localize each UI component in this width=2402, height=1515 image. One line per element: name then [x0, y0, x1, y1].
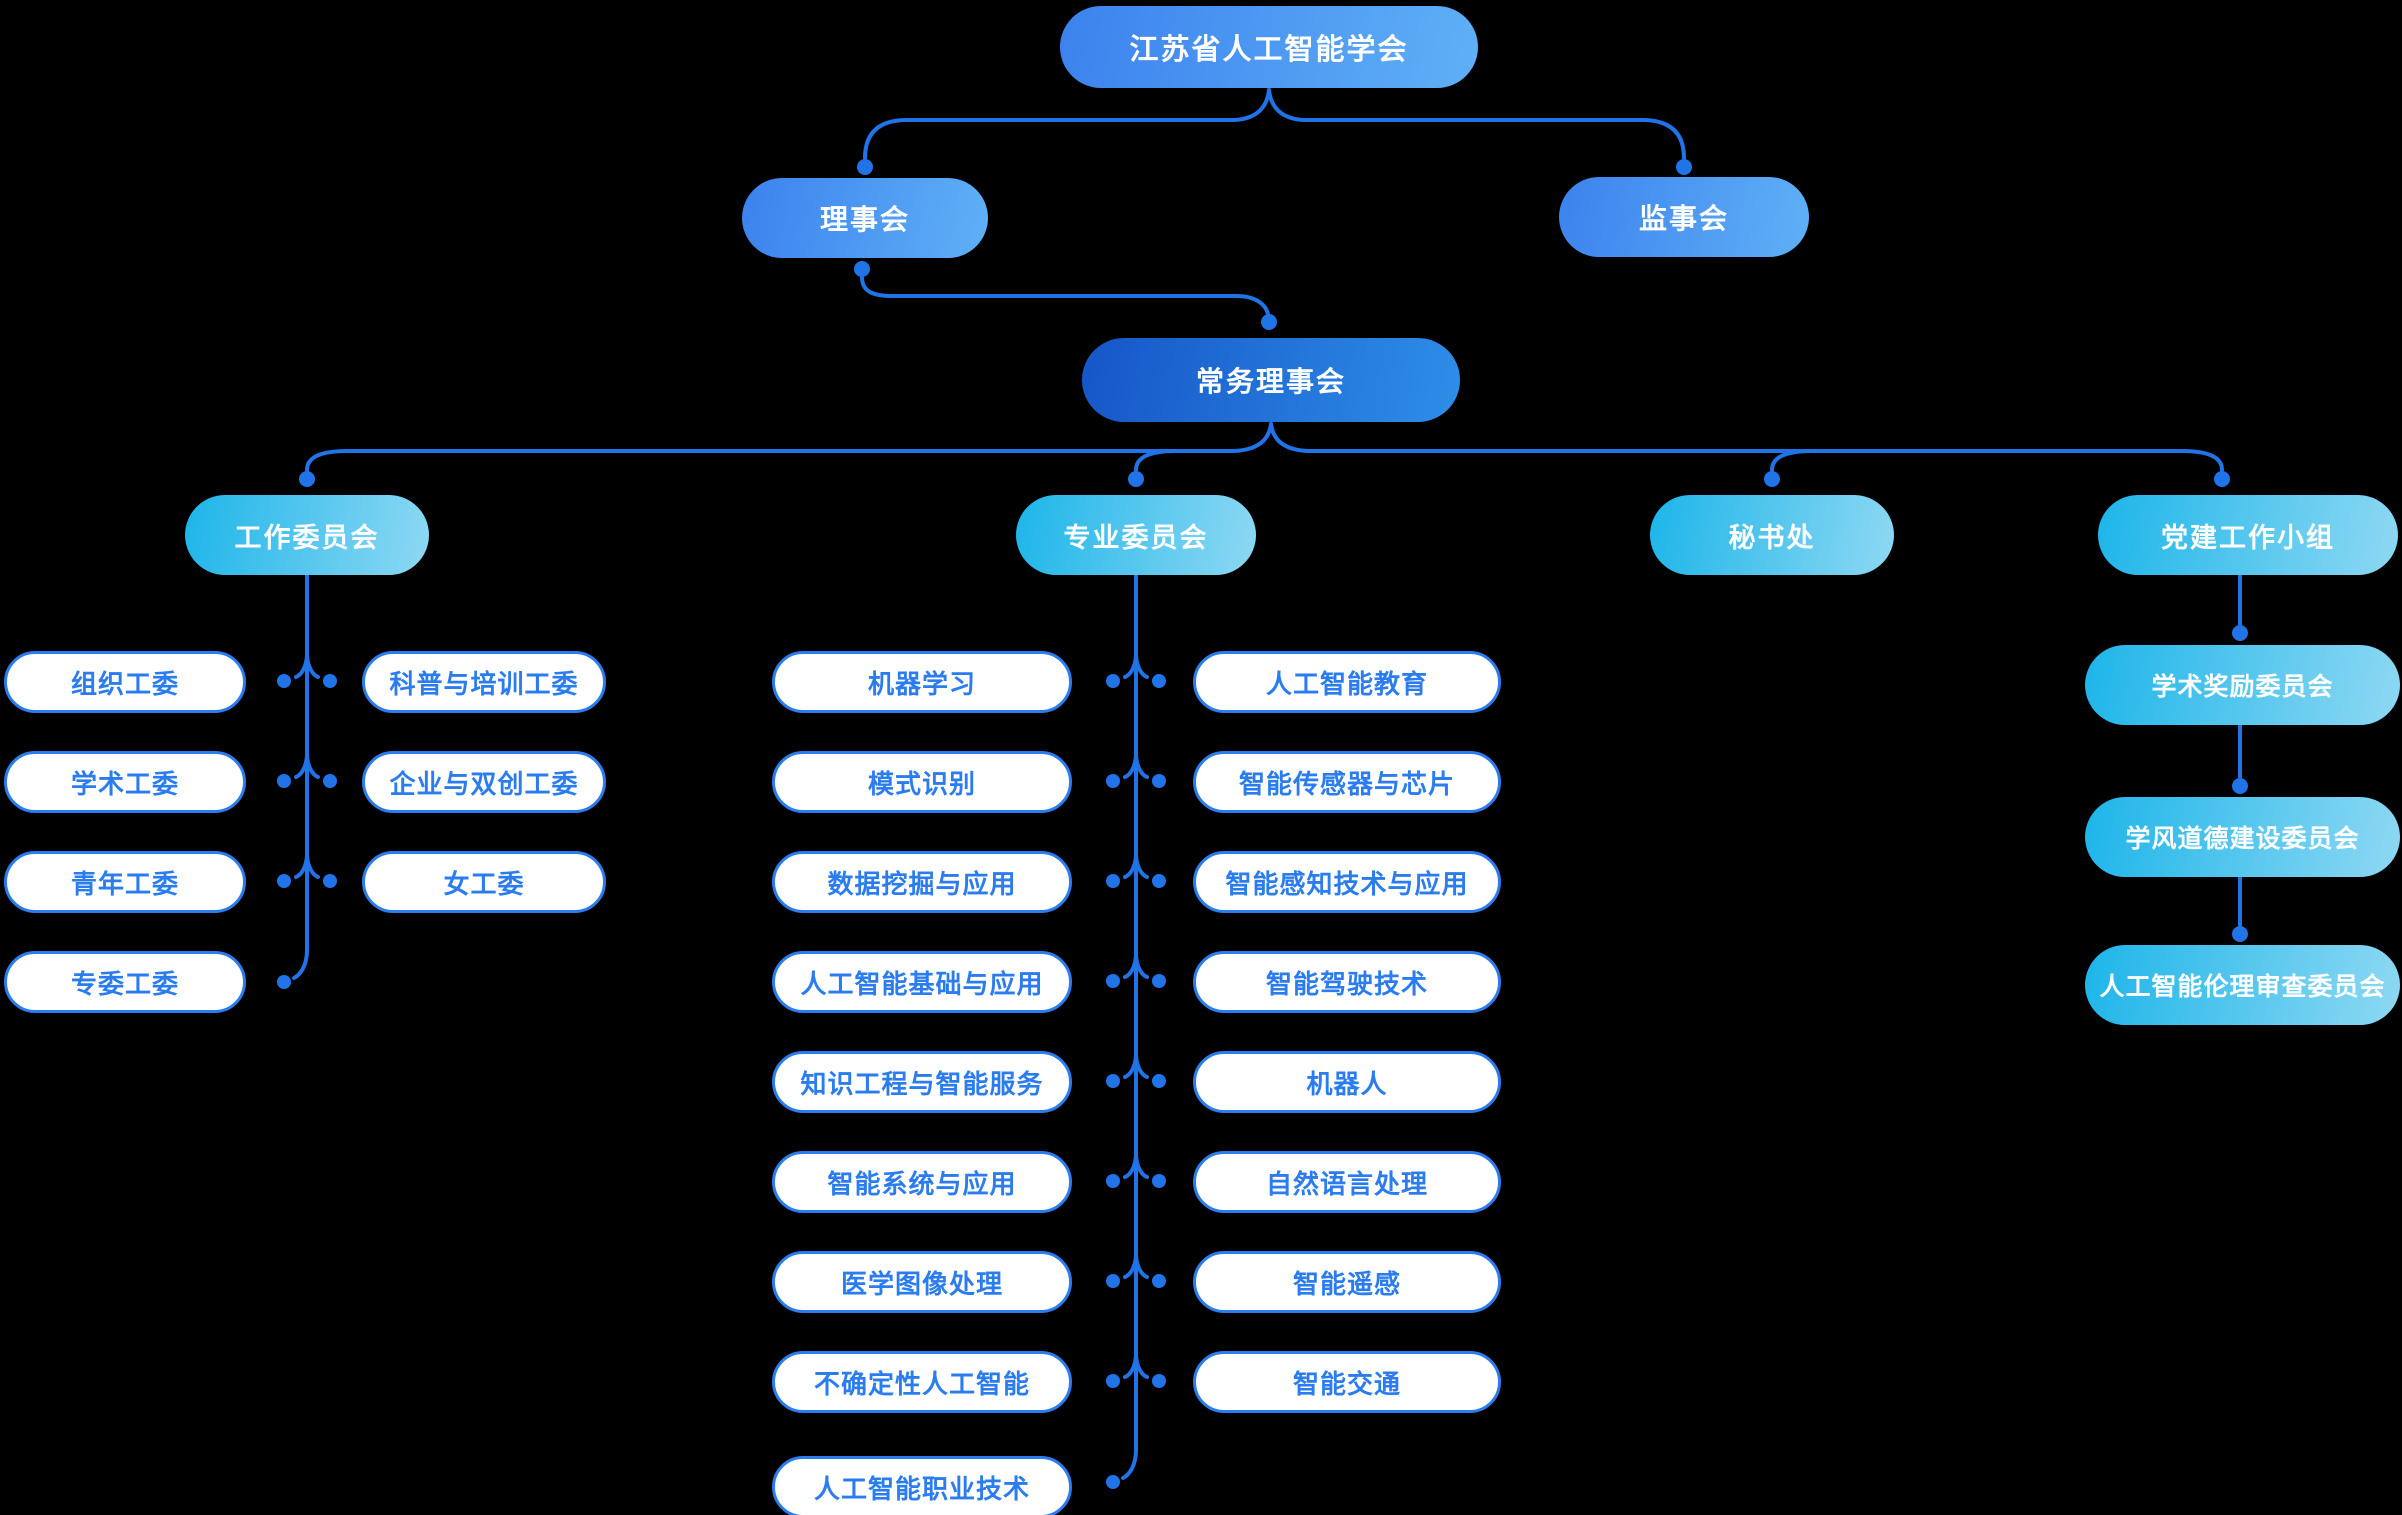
node-work-committees: 工作委员会	[185, 495, 429, 575]
node-ai-foundations: 人工智能基础与应用	[772, 951, 1072, 1013]
node-pattern-recognition: 模式识别	[772, 751, 1072, 813]
node-science-training-committee: 科普与培训工委	[362, 651, 606, 713]
node-robotics: 机器人	[1193, 1051, 1501, 1113]
connector-root-to-council	[863, 88, 1686, 160]
node-uncertain-ai: 不确定性人工智能	[772, 1351, 1072, 1413]
node-academic-committee: 学术工委	[4, 751, 246, 813]
node-special-committee: 专委工委	[4, 951, 246, 1013]
node-intelligent-transportation: 智能交通	[1193, 1351, 1501, 1413]
node-association-root: 江苏省人工智能学会	[1060, 6, 1478, 88]
connector-professional-committees-column	[1121, 573, 1149, 1480]
node-organization-committee: 组织工委	[4, 651, 246, 713]
node-professional-committees: 专业委员会	[1016, 495, 1256, 575]
node-intelligent-driving: 智能驾驶技术	[1193, 951, 1501, 1013]
node-intelligent-remote-sensing: 智能遥感	[1193, 1251, 1501, 1313]
node-nlp: 自然语言处理	[1193, 1151, 1501, 1213]
node-academic-awards-committee: 学术奖励委员会	[2085, 645, 2400, 725]
node-secretariat: 秘书处	[1650, 495, 1894, 575]
node-youth-committee: 青年工委	[4, 851, 246, 913]
node-machine-learning: 机器学习	[772, 651, 1072, 713]
node-medical-imaging: 医学图像处理	[772, 1251, 1072, 1313]
node-ai-ethics-review-committee: 人工智能伦理审查委员会	[2085, 945, 2400, 1025]
node-academic-ethics-committee: 学风道德建设委员会	[2085, 797, 2400, 877]
node-ai-education: 人工智能教育	[1193, 651, 1501, 713]
node-data-mining: 数据挖掘与应用	[772, 851, 1072, 913]
connector-standing-to-branches	[305, 422, 2224, 472]
connector-council-to-standing	[860, 275, 1270, 316]
node-party-building-group: 党建工作小组	[2098, 495, 2398, 575]
connector-dots	[277, 159, 2248, 1489]
node-women-committee: 女工委	[362, 851, 606, 913]
connector-work-committees-column	[292, 573, 320, 980]
node-intelligent-systems: 智能系统与应用	[772, 1151, 1072, 1213]
node-council: 理事会	[742, 178, 988, 258]
node-standing-council: 常务理事会	[1082, 338, 1460, 422]
node-board-of-supervisors: 监事会	[1559, 177, 1809, 257]
node-intelligent-perception: 智能感知技术与应用	[1193, 851, 1501, 913]
node-enterprise-innovation-committee: 企业与双创工委	[362, 751, 606, 813]
node-ai-vocational-tech: 人工智能职业技术	[772, 1456, 1072, 1515]
node-smart-sensors-chips: 智能传感器与芯片	[1193, 751, 1501, 813]
node-knowledge-engineering: 知识工程与智能服务	[772, 1051, 1072, 1113]
